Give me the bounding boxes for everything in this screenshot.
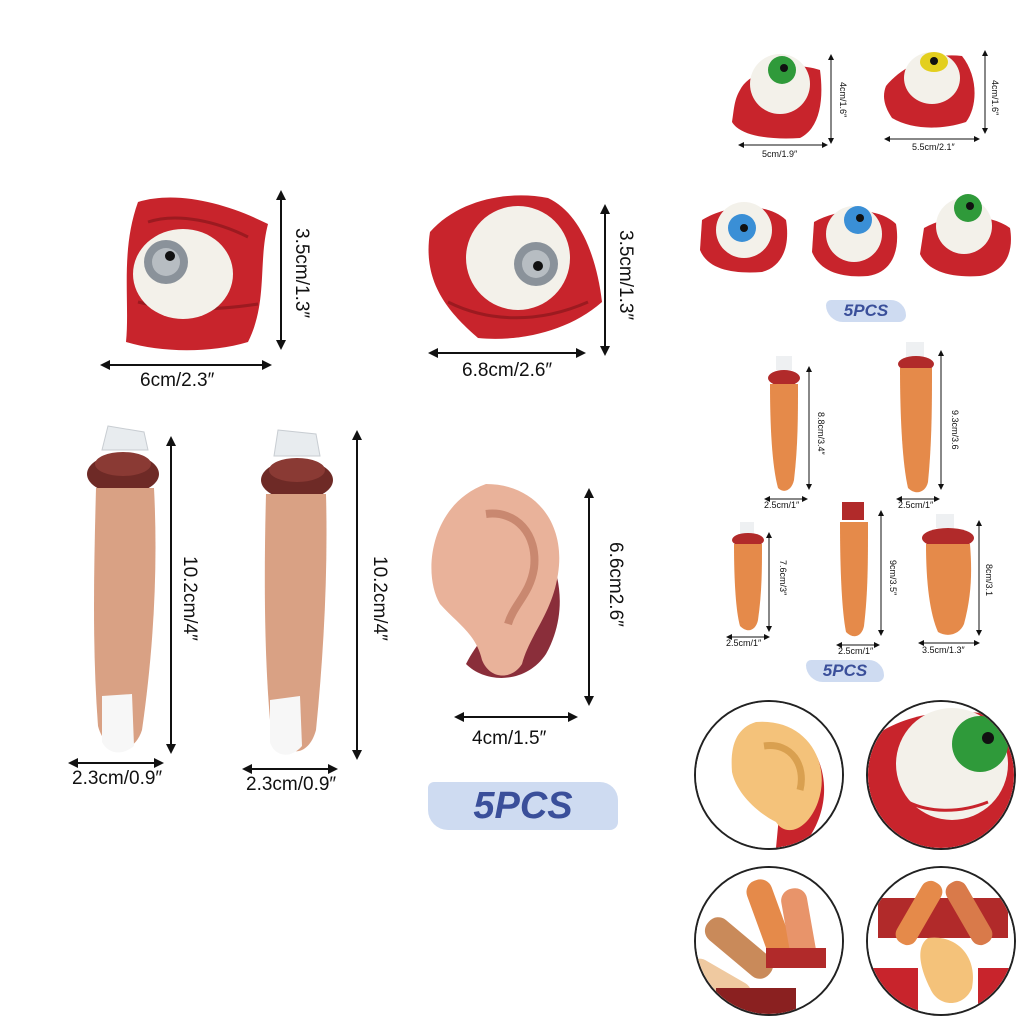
dimension-arrow-vertical [828,54,834,144]
sf3-width-label: 2.5cm/1″ [726,638,762,648]
sf5-width-label: 3.5cm/1.3″ [922,645,965,655]
dimension-arrow-horizontal [738,142,828,148]
small-eye2-width-label: 5.5cm/2.1″ [912,142,955,152]
eye2-width-label: 6.8cm/2.6″ [462,360,553,381]
dimension-arrow-horizontal [896,496,940,502]
finger2-width-label: 2.3cm/0.9″ [246,774,337,795]
closeup-photo-ear [694,700,844,850]
dimension-arrow-horizontal [884,136,980,142]
sf4-height-label: 9cm/3.5″ [888,560,898,596]
ear-height-label: 6.6cm2.6″ [605,542,626,627]
closeup-photo-assorted [866,866,1016,1016]
sf1-width-label: 2.5cm/1″ [764,500,800,510]
eyes-quantity-badge: 5PCS [826,300,906,322]
small-eye1-height-label: 4cm/1.6″ [838,82,848,118]
quantity-badge: 5PCS [428,782,618,830]
small-eye1-width-label: 5cm/1.9″ [762,149,798,159]
small-finger-5 [922,514,974,635]
dimension-arrow-vertical [584,488,594,706]
ear-prop [431,484,560,678]
dimension-arrow-horizontal [454,712,578,722]
dimension-arrow-horizontal [68,758,164,768]
dimension-arrow-horizontal [918,640,980,646]
sf5-height-label: 8cm/3.1 [984,564,994,597]
dimension-arrow-vertical [806,366,812,490]
small-eyeball-blue-1 [700,202,788,273]
small-finger-1 [768,356,800,491]
small-eye2-height-label: 4cm/1.6″ [990,80,1000,116]
closeup-photo-eyeball [866,700,1016,850]
dimension-arrow-vertical [276,190,286,350]
dimension-arrow-vertical [766,532,772,632]
dimension-arrow-horizontal [428,348,586,358]
fingers-quantity-badge: 5PCS [806,660,884,682]
eye1-width-label: 6cm/2.3″ [140,370,215,391]
sf2-height-label: 9.3cm/3.6 [950,410,960,450]
dimension-arrow-horizontal [242,764,338,774]
dimension-arrow-vertical [938,350,944,490]
finger1-height-label: 10.2cm/4″ [179,556,200,641]
eye1-height-label: 3.5cm/1.3″ [291,228,312,319]
dimension-arrow-vertical [976,520,982,636]
sf3-height-label: 7.6cm/3″ [778,560,788,596]
sf4-width-label: 2.5cm/1″ [838,646,874,656]
small-eyeball-green [732,54,822,139]
small-eyeball-blue-2 [812,206,898,277]
dimension-arrow-horizontal [726,634,770,640]
small-finger-2 [898,342,934,493]
finger-prop-1 [87,425,159,753]
closeup-photo-fingers [694,866,844,1016]
dimension-arrow-vertical [352,430,362,760]
finger-prop-2 [261,429,333,755]
small-eyeball-green-2 [920,194,1011,277]
eyeball-prop-1 [126,197,268,351]
small-finger-4 [840,502,868,637]
dimension-arrow-horizontal [100,360,272,370]
dimension-arrow-horizontal [836,642,880,648]
eye2-height-label: 3.5cm/1.3″ [615,230,636,321]
finger2-height-label: 10.2cm/4″ [369,556,390,641]
ear-width-label: 4cm/1.5″ [472,728,547,749]
small-finger-3 [732,522,764,631]
dimension-arrow-horizontal [764,496,808,502]
dimension-arrow-vertical [600,204,610,356]
sf1-height-label: 8.8cm/3.4″ [816,412,826,455]
dimension-arrow-vertical [166,436,176,754]
small-eyeball-yellow [884,52,975,128]
dimension-arrow-vertical [982,50,988,134]
dimension-arrow-vertical [878,510,884,636]
sf2-width-label: 2.5cm/1″ [898,500,934,510]
finger1-width-label: 2.3cm/0.9″ [72,768,163,789]
eyeball-prop-2 [428,195,602,339]
